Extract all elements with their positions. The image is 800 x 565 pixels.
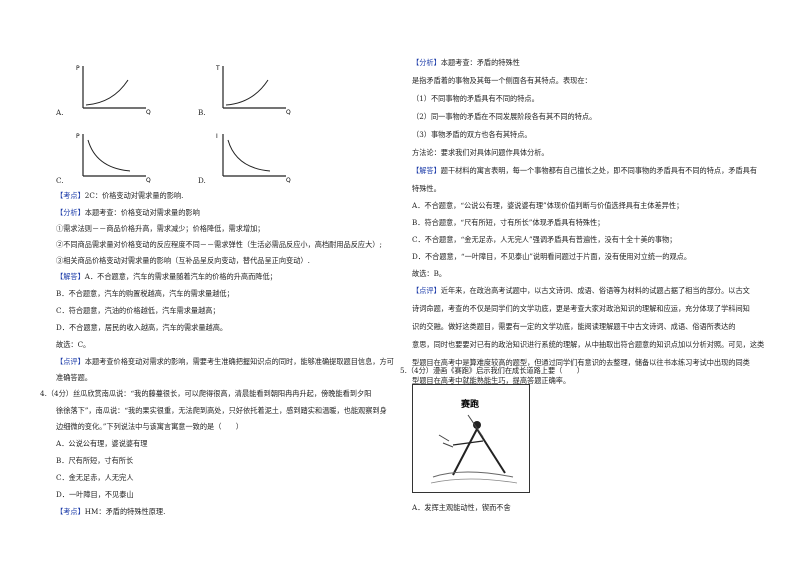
q4-fenxi-line-1: 是指矛盾着的事物及其每一个侧面各有其特点。表现在： bbox=[412, 76, 592, 85]
q4-fenxi-tag: 【分析】 bbox=[412, 58, 441, 67]
q4-fenxi: 【分析】本题考查：矛盾的特殊性 bbox=[412, 58, 520, 67]
graph-c-xaxis: Q bbox=[146, 177, 151, 184]
graph-b-label: B. bbox=[198, 108, 206, 117]
q3-dianping: 【点评】本题考查价格变动对需求的影响，需要考生准确把握知识点的同时，能够准确提取… bbox=[56, 357, 394, 366]
q3-opt-b: B．不合题意，汽车的购置税越高，汽车的需求量越低； bbox=[56, 289, 234, 298]
q4-jieda-tag: 【解答】 bbox=[412, 166, 441, 175]
q4-stem-1: 4.（4分）丝瓜欣赏南瓜说：“我的藤蔓很长，可以爬得很高，清晨能看到朝阳冉冉升起… bbox=[40, 389, 372, 398]
q4-dianping-line-1: 诗词命题，考查的不仅是同学们的文学功底，更是考查大家对政治知识的理解和应运，充分… bbox=[412, 304, 750, 313]
graph-c-svg: P Q bbox=[76, 133, 151, 184]
q3-kaodian-text: 2C：价格变动对需求量的影响. bbox=[84, 191, 184, 200]
graph-c: P Q bbox=[68, 126, 168, 186]
q4-option-d: D．一叶障目，不见泰山 bbox=[56, 490, 134, 499]
graph-d-svg: I Q bbox=[216, 133, 291, 184]
graph-c-label: C. bbox=[56, 176, 64, 185]
q4-dianping-tag: 【点评】 bbox=[412, 286, 441, 295]
graph-b-yaxis: T bbox=[215, 65, 220, 72]
q3-dianping-2: 准确答题。 bbox=[56, 373, 92, 382]
q4-dianping-text: 近年来，在政治高考试题中，以古文诗词、成语、俗语等为材料的试题占据了相当的部分。… bbox=[440, 286, 750, 295]
graph-a-svg: P Q bbox=[76, 65, 151, 116]
q3-line-1: ①需求法则－－商品价格升高，需求减少；价格降低，需求增加； bbox=[56, 224, 265, 233]
graph-a-label: A. bbox=[56, 108, 64, 117]
q4-jieda: 【解答】题干材料的寓言表明，每一个事物都有自己擅长之处，即不同事物的矛盾具有不同… bbox=[412, 166, 757, 175]
q3-jieda-text: A．不合题意，汽车的需求量随着汽车的价格的升高而降低； bbox=[84, 272, 277, 281]
q4-dianping-line-5: 型题目在高考中就能熟能生巧，提高答题正确率。 bbox=[412, 376, 571, 385]
q4-fenxi-line-2: （1）不同事物的矛盾具有不同的特点。 bbox=[412, 94, 539, 103]
graph-a-xaxis: Q bbox=[146, 109, 151, 116]
q4-dianping-line-2: 识的交融。做好这类题目，需要有一定的文学功底，能阅读理解题干中古文诗词、成语、俗… bbox=[412, 322, 736, 331]
q4-fenxi-line-3: （2）同一事物的矛盾在不同发展阶段各有其不同的特点。 bbox=[412, 112, 597, 121]
q4-fenxi-text: 本题考查：矛盾的特殊性 bbox=[440, 58, 520, 67]
q3-jieda: 【解答】A．不合题意，汽车的需求量随着汽车的价格的升高而降低； bbox=[56, 272, 277, 281]
q4-jieda-line-4: C．不合题意，“金无足赤，人无完人”强调矛盾具有普遍性，没有十全十美的事物； bbox=[412, 235, 677, 244]
graph-d-label: D. bbox=[198, 176, 206, 185]
q4-stem-3: 边细微的变化。”下列说法中与该寓言寓意一致的是（ ） bbox=[56, 422, 243, 431]
q5-stem: 5.（4分）漫画《赛跑》启示我们在成长道路上要（ ） bbox=[400, 366, 584, 375]
q4-option-c: C．金无足赤，人无完人 bbox=[56, 473, 134, 482]
q4-dianping: 【点评】近年来，在政治高考试题中，以古文诗词、成语、俗语等为材料的试题占据了相当… bbox=[412, 286, 750, 295]
q3-opt-c: C．符合题意，汽油的价格越低，汽车需求量越高； bbox=[56, 306, 220, 315]
q4-fenxi-line-4: （3）事物矛盾的双方也各有其特点。 bbox=[412, 130, 532, 139]
q4-kaodian-text: HM：矛盾的特殊性原理. bbox=[84, 507, 166, 516]
q4-dianping-line-4: 型题目在高考中是算难度较高的题型，但通过同学们有意识的去整理，储备以往书本练习考… bbox=[412, 358, 750, 367]
graph-d: I Q bbox=[208, 126, 308, 186]
q3-fenxi: 【分析】本题考查：价格变动对需求量的影响 bbox=[56, 208, 200, 217]
q3-opt-d: D．不合题意，居民的收入越高，汽车的需求量越高。 bbox=[56, 323, 228, 332]
q4-jieda-text: 题干材料的寓言表明，每一个事物都有自己擅长之处，即不同事物的矛盾具有不同的特点，… bbox=[440, 166, 758, 175]
graph-c-yaxis: P bbox=[76, 133, 80, 140]
cartoon-drawing: 赛跑 bbox=[430, 398, 518, 484]
q3-line-3: ③相关商品价格变动对需求量的影响（互补品呈反向变动，替代品呈正向变动）. bbox=[56, 256, 310, 265]
q3-dianping-tag: 【点评】 bbox=[56, 357, 85, 366]
q4-jieda-line-3: B．符合题意，“尺有所短，寸有所长”体现矛盾具有特殊性； bbox=[412, 218, 605, 227]
q3-jieda-tag: 【解答】 bbox=[56, 272, 85, 281]
graph-b-xaxis: Q bbox=[286, 109, 291, 116]
q4-kaodian-tag: 【考点】 bbox=[56, 507, 85, 516]
graph-a-yaxis: P bbox=[76, 65, 80, 72]
graph-d-xaxis: Q bbox=[286, 177, 291, 184]
q4-option-a: A．公说公有理，婆说婆有理 bbox=[56, 439, 148, 448]
q3-fenxi-text: 本题考查：价格变动对需求量的影响 bbox=[84, 208, 200, 217]
q5-option-a: A．发挥主观能动性，锲而不舍 bbox=[412, 503, 511, 512]
graph-a: P Q bbox=[68, 58, 168, 118]
q4-fenxi-line-5: 方法论：要求我们对具体问题作具体分析。 bbox=[412, 148, 549, 157]
q3-dianping-text: 本题考查价格变动对需求的影响，需要考生准确把握知识点的同时，能够准确提取题目信息… bbox=[84, 357, 394, 366]
cartoon-title: 赛跑 bbox=[460, 398, 479, 410]
q4-dianping-line-3: 意思，同时也要要对已有的政治知识进行系统的理解，从中抽取出符合题意的知识点加以分… bbox=[412, 340, 765, 349]
q4-jieda-line-5: D．不合题意，“一叶障目，不见泰山”说明看问题过于片面，没有使用对立统一的观点。 bbox=[412, 252, 692, 261]
q3-line-2: ②不同商品需求量对价格变动的反应程度不同－－需求弹性（生活必需品反应小，高档耐用… bbox=[56, 240, 382, 249]
q4-jieda-line-2: A．不合题意，“公说公有理，婆说婆有理”体现价值判断与价值选择具有主体差异性； bbox=[412, 201, 684, 210]
q4-jieda-line-1: 特殊性。 bbox=[412, 184, 441, 193]
q3-answer: 故选：C。 bbox=[56, 340, 91, 349]
graph-b-svg: T Q bbox=[215, 65, 291, 116]
q5-cartoon: 赛跑 bbox=[412, 384, 530, 493]
graph-b: T Q bbox=[208, 58, 308, 118]
q4-stem-2: 徐徐落下”，南瓜说：“我的果实很重，无法爬到高处，只好依托着泥土，感到踏实和温暖… bbox=[56, 406, 387, 415]
graph-d-yaxis: I bbox=[216, 133, 218, 140]
q4-kaodian: 【考点】HM：矛盾的特殊性原理. bbox=[56, 507, 165, 516]
q3-kaodian: 【考点】2C：价格变动对需求量的影响. bbox=[56, 191, 183, 200]
q3-fenxi-tag: 【分析】 bbox=[56, 208, 85, 217]
q3-kaodian-tag: 【考点】 bbox=[56, 191, 85, 200]
q4-answer: 故选：B。 bbox=[412, 269, 447, 278]
q4-option-b: B．尺有所短，寸有所长 bbox=[56, 456, 134, 465]
